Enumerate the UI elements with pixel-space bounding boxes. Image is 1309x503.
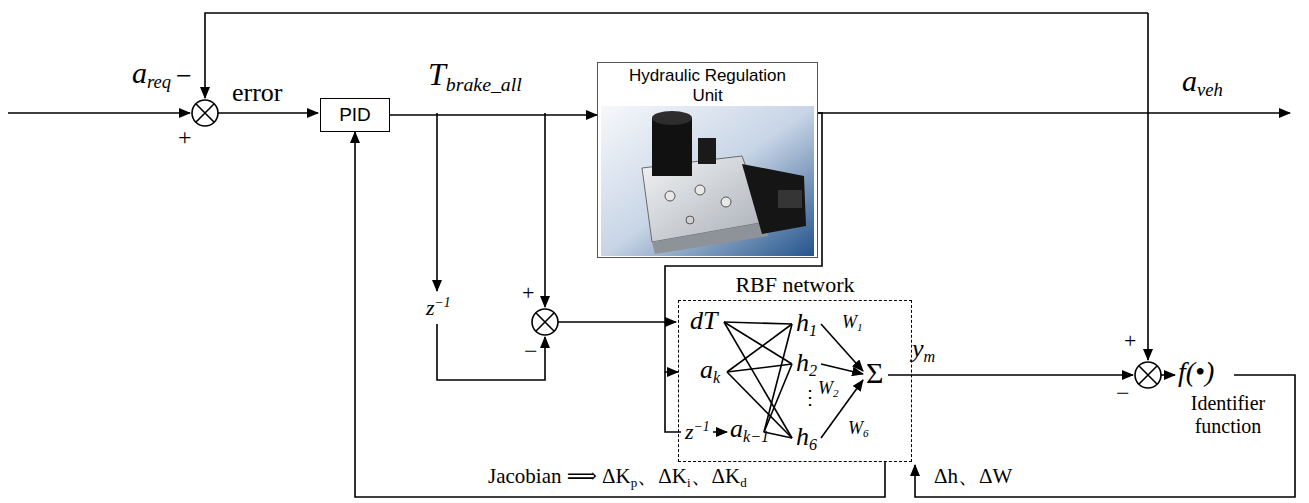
label-text: h (796, 308, 809, 337)
hardware-box: Hydraulic Regulation Unit (597, 62, 818, 258)
superscript: −1 (435, 295, 451, 310)
network-frame: RBF network (678, 272, 912, 462)
label-text: + (1124, 328, 1136, 353)
math-label: − (524, 338, 538, 366)
math-label: ak (700, 355, 720, 387)
label-text: W (818, 378, 833, 398)
label-text: error (232, 78, 283, 107)
label-text: z (426, 295, 435, 320)
subscript: i (687, 475, 691, 490)
math-label: areq (132, 56, 171, 93)
subscript: 6 (809, 436, 817, 453)
label-text: a (700, 355, 713, 384)
math-label: Tbrake_all (428, 56, 522, 95)
subscript: 1 (809, 322, 817, 339)
subscript: k (713, 369, 720, 386)
label-text: + (178, 124, 192, 150)
math-label: Δh、ΔW (934, 464, 1012, 488)
math-label: ak−1 (730, 414, 769, 446)
label-text: h (796, 422, 809, 451)
label-text: T (428, 56, 446, 92)
label-text: Jacobian ⟹ ΔK (488, 464, 631, 488)
label-text: − (1116, 380, 1130, 406)
node-label: RBF network (678, 272, 912, 300)
node-label: Hydraulic Regulation Unit (628, 66, 788, 105)
label-text: a (1182, 64, 1197, 97)
superscript: −1 (694, 419, 710, 434)
label-text: y (912, 334, 924, 363)
subscript: 2 (809, 362, 817, 379)
math-label: W2 (818, 378, 839, 400)
math-label: Jacobian ⟹ ΔKp、ΔKi、ΔKd (488, 464, 747, 491)
label-text: a (730, 414, 743, 443)
subscript: 2 (833, 387, 839, 399)
math-label: W1 (842, 312, 863, 334)
label-text: a (132, 56, 147, 89)
label-text: Δh、ΔW (934, 464, 1012, 488)
subscript: veh (1197, 79, 1223, 100)
summing-junctions (192, 100, 1161, 388)
subscript: p (631, 475, 638, 490)
subscript: 6 (863, 427, 869, 439)
label-text: z (685, 419, 694, 444)
subscript: brake_all (446, 73, 522, 95)
subscript: 1 (857, 321, 863, 333)
math-label: ⋮ (800, 386, 820, 409)
math-label: Σ (866, 356, 883, 391)
math-label: h1 (796, 308, 817, 340)
label-text: 、ΔK (691, 464, 741, 488)
label-text: W (842, 312, 857, 332)
label-text: Identifier function (1191, 392, 1265, 437)
process-box: PID (320, 98, 390, 132)
label-text: + (522, 280, 534, 305)
label-text: 、ΔK (637, 464, 687, 488)
math-label: z−1 (685, 419, 710, 444)
label-text: h (796, 348, 809, 377)
subscript: d (740, 475, 747, 490)
math-label: z−1 (426, 295, 451, 320)
hydraulic-unit-picture (601, 106, 814, 256)
math-label: + (1124, 328, 1136, 353)
label-text: Σ (866, 356, 883, 389)
math-label: h2 (796, 348, 817, 380)
wires (8, 13, 1295, 497)
label-text: dT (690, 306, 717, 335)
math-label: h6 (796, 422, 817, 454)
math-label: + (178, 124, 192, 152)
label-text: f(•) (1178, 356, 1214, 387)
math-label: + (522, 280, 534, 305)
subscript: m (924, 348, 936, 365)
subscript: req (147, 71, 171, 92)
math-label: − (176, 60, 192, 92)
subscript: k−1 (743, 428, 769, 445)
label-text: ⋮ (800, 386, 820, 408)
math-label: W6 (848, 418, 869, 440)
connector (390, 114, 597, 116)
math-label: aveh (1182, 64, 1223, 101)
math-label: − (1116, 380, 1130, 408)
dashed-frame (678, 300, 912, 462)
math-label: f(•) (1178, 356, 1214, 388)
math-label: ym (912, 334, 935, 366)
math-label: dT (690, 306, 717, 336)
math-label: Identifier function (1176, 392, 1280, 438)
label-text: − (176, 60, 192, 91)
math-label: error (232, 78, 283, 108)
node-label: PID (339, 104, 371, 126)
label-text: W (848, 418, 863, 438)
label-text: − (524, 338, 538, 364)
